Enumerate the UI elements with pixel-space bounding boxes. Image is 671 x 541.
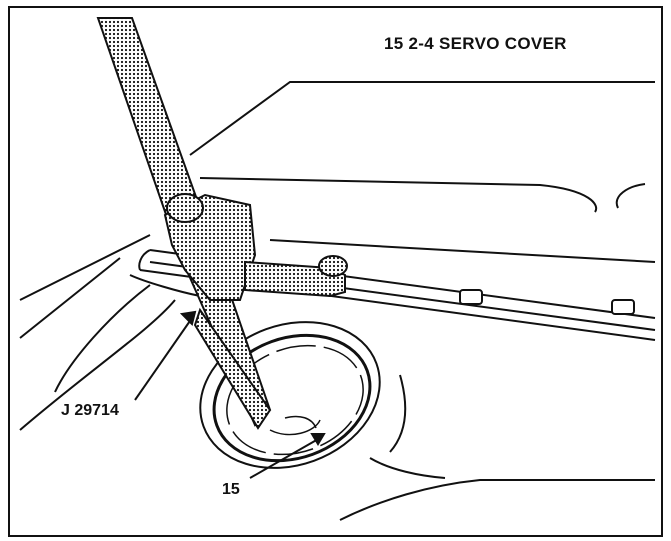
- transmission-case: [19, 81, 656, 521]
- tool-callout-label: J 29714: [61, 402, 119, 419]
- figure-title: 15 2-4 SERVO COVER: [384, 34, 567, 53]
- part-callout-label: 15: [222, 481, 240, 498]
- tool-handle: [96, 17, 348, 430]
- pan-bolts: [459, 289, 635, 315]
- figure-border: [8, 6, 663, 537]
- servo-cover-bore: [199, 321, 381, 469]
- leader-lines: [134, 310, 326, 479]
